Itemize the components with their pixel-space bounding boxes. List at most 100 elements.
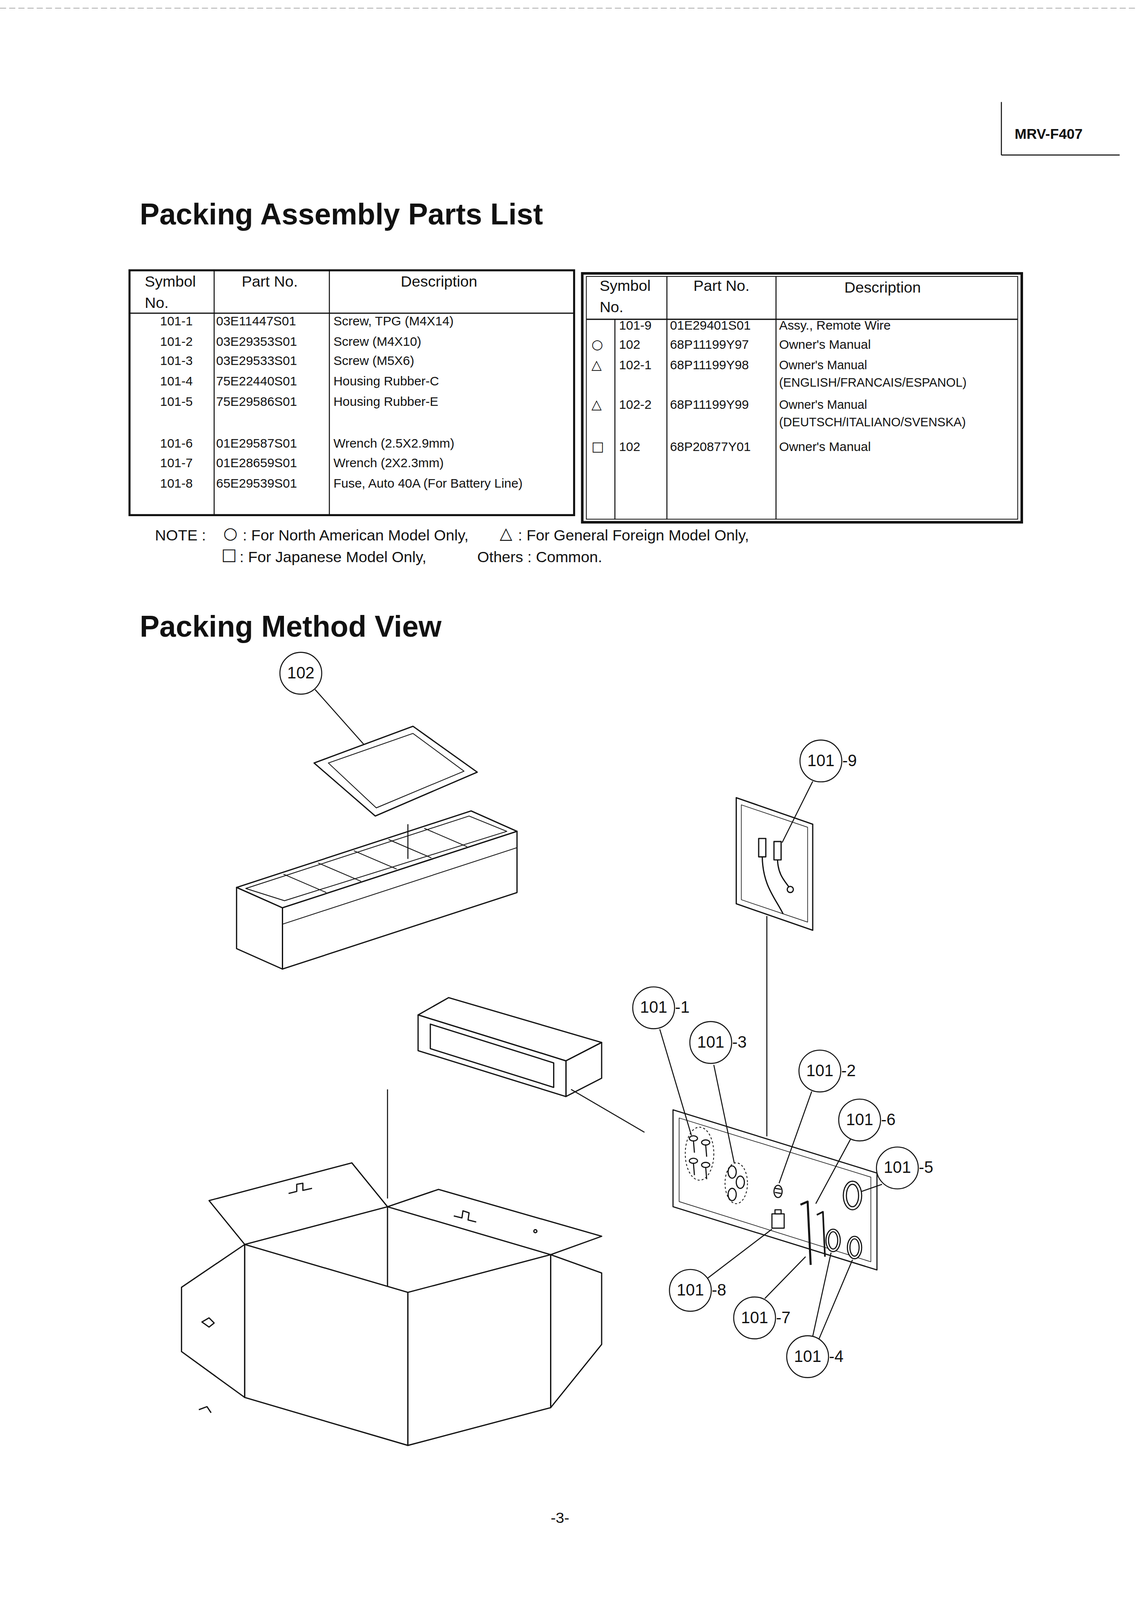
remote-wire-drawing-part xyxy=(736,797,813,930)
callout-suffix: -3 xyxy=(732,1034,747,1051)
leader-lines-part xyxy=(659,1029,692,1136)
callout-suffix: -6 xyxy=(880,1111,896,1128)
callout-number: 101 xyxy=(883,1159,912,1176)
part-number-cell: 68P11199Y99 xyxy=(670,396,749,415)
model-mark: ○ xyxy=(591,335,603,355)
accessory-card-drawing-part xyxy=(701,1139,710,1145)
header-frame xyxy=(1001,102,1120,156)
carton-drawing-part xyxy=(453,1210,477,1222)
parts-table-frame-part xyxy=(213,270,215,516)
unit-in-sleeve-drawing-part xyxy=(245,815,507,901)
leader-lines-part xyxy=(815,1138,851,1204)
carton-drawing-part xyxy=(198,1406,212,1413)
front-sleeve-drawing xyxy=(418,997,645,1133)
accessory-card-drawing-part xyxy=(800,1201,811,1265)
symbol-cell: 101-3 xyxy=(160,352,193,371)
callout-number: 101 xyxy=(845,1111,874,1128)
callout-number: 101 xyxy=(639,999,668,1016)
part-number-cell: 03E29533S01 xyxy=(216,352,298,371)
callout-circle: 101-1 xyxy=(632,986,676,1030)
callout-suffix: -2 xyxy=(841,1062,856,1079)
accessory-card-drawing-part xyxy=(846,1183,859,1207)
accessory-card-drawing-part xyxy=(689,1158,698,1164)
callout-circle: 101-6 xyxy=(838,1098,882,1142)
parts-table-frame-part xyxy=(582,273,1022,522)
callout-number: 101 xyxy=(696,1034,725,1051)
accessory-card-drawing-part xyxy=(728,1187,737,1201)
description-cell: Fuse, Auto 40A (For Battery Line) xyxy=(333,475,523,494)
model-mark: □ xyxy=(221,543,237,567)
accessory-card-drawing-part xyxy=(689,1135,698,1141)
front-sleeve-drawing-part xyxy=(570,1089,645,1133)
leader-lines xyxy=(315,689,883,1339)
description-cell: Wrench (2X2.3mm) xyxy=(333,454,444,473)
description-cell: Owner's Manual (ENGLISH/FRANCAIS/ESPANOL… xyxy=(779,356,1018,391)
part-number-cell: 03E11447S01 xyxy=(216,312,297,331)
symbol-cell: 101-5 xyxy=(160,393,193,412)
model-mark: △ xyxy=(499,521,513,545)
leader-lines-part xyxy=(812,1252,832,1336)
model-mark: △ xyxy=(591,355,602,375)
section-heading: Packing Method View xyxy=(139,605,442,648)
symbol-cell: 101-7 xyxy=(160,454,193,473)
header-frame-part xyxy=(1000,102,1002,156)
unit-in-sleeve-drawing-part xyxy=(283,874,327,893)
table-header: Part No. xyxy=(693,274,750,296)
symbol-cell: 102 xyxy=(619,336,641,355)
callout-circle: 101-3 xyxy=(689,1020,733,1064)
part-number-cell: 01E28659S01 xyxy=(216,454,298,473)
carton-drawing-part xyxy=(386,1089,388,1199)
parts-table-frame-part xyxy=(666,276,668,519)
symbol-cell: 101-6 xyxy=(160,435,193,454)
front-sleeve-drawing-part xyxy=(418,1014,566,1097)
unit-in-sleeve-drawing-part xyxy=(318,862,362,881)
symbol-cell: 101-8 xyxy=(160,475,193,494)
accessory-card-drawing-part xyxy=(774,1187,781,1189)
table-header: Symbol No. xyxy=(144,270,209,314)
part-number-cell: 01E29587S01 xyxy=(216,435,298,454)
accessory-card-drawing-part xyxy=(736,1175,745,1189)
carton-drawing-part xyxy=(407,1254,551,1445)
carton-drawing-part xyxy=(386,1206,389,1287)
callout-number: 101 xyxy=(676,1281,705,1299)
symbol-cell: 101-2 xyxy=(160,333,193,352)
parts-table-frame xyxy=(129,270,1022,523)
callout-circle: 101-7 xyxy=(733,1295,777,1339)
callout-suffix: -9 xyxy=(842,752,857,769)
remote-wire-drawing-part xyxy=(773,841,782,860)
accessory-card-drawing-part xyxy=(773,1184,783,1198)
part-number-cell: 68P11199Y98 xyxy=(670,356,749,375)
accessory-card-drawing-part xyxy=(847,1235,862,1259)
leader-lines-part xyxy=(315,689,365,745)
description-cell: Screw (M4X10) xyxy=(333,333,422,352)
accessory-card-drawing-part xyxy=(825,1228,841,1252)
callout-circle: 101-5 xyxy=(875,1146,919,1190)
table-header: Part No. xyxy=(241,270,299,292)
remote-wire-drawing-part xyxy=(741,804,808,922)
description-cell: Housing Rubber-E xyxy=(333,393,439,412)
callout-circle: 101-9 xyxy=(799,739,843,783)
carton-drawing-part xyxy=(181,1244,245,1397)
note-text: Others : Common. xyxy=(477,545,603,567)
callout-circle: 101-8 xyxy=(668,1268,712,1312)
parts-table-frame-part xyxy=(614,319,616,519)
accessory-card-drawing-part xyxy=(774,1209,781,1214)
page-title: Packing Assembly Parts List xyxy=(139,193,543,236)
header-frame-part xyxy=(1001,154,1120,156)
part-number-cell: 03E29353S01 xyxy=(216,333,298,352)
unit-in-sleeve-drawing-part xyxy=(388,839,432,858)
callout-number: 101 xyxy=(794,1347,822,1365)
symbol-cell: 101-9 xyxy=(619,317,652,336)
callout-suffix: -5 xyxy=(918,1159,934,1176)
part-number-cell: 75E29586S01 xyxy=(216,393,298,412)
note-text: : For North American Model Only, xyxy=(242,524,469,546)
owners-manual-drawing-part xyxy=(328,733,465,808)
carton-drawing-part xyxy=(550,1254,602,1408)
part-number-cell: 65E29539S01 xyxy=(216,475,298,494)
note-text: NOTE : xyxy=(154,524,207,546)
description-cell: Owner's Manual (DEUTSCH/ITALIANO/SVENSKA… xyxy=(779,396,1018,431)
accessory-card-drawing-part xyxy=(728,1165,737,1179)
model-number: MRV-F407 xyxy=(1014,124,1083,145)
